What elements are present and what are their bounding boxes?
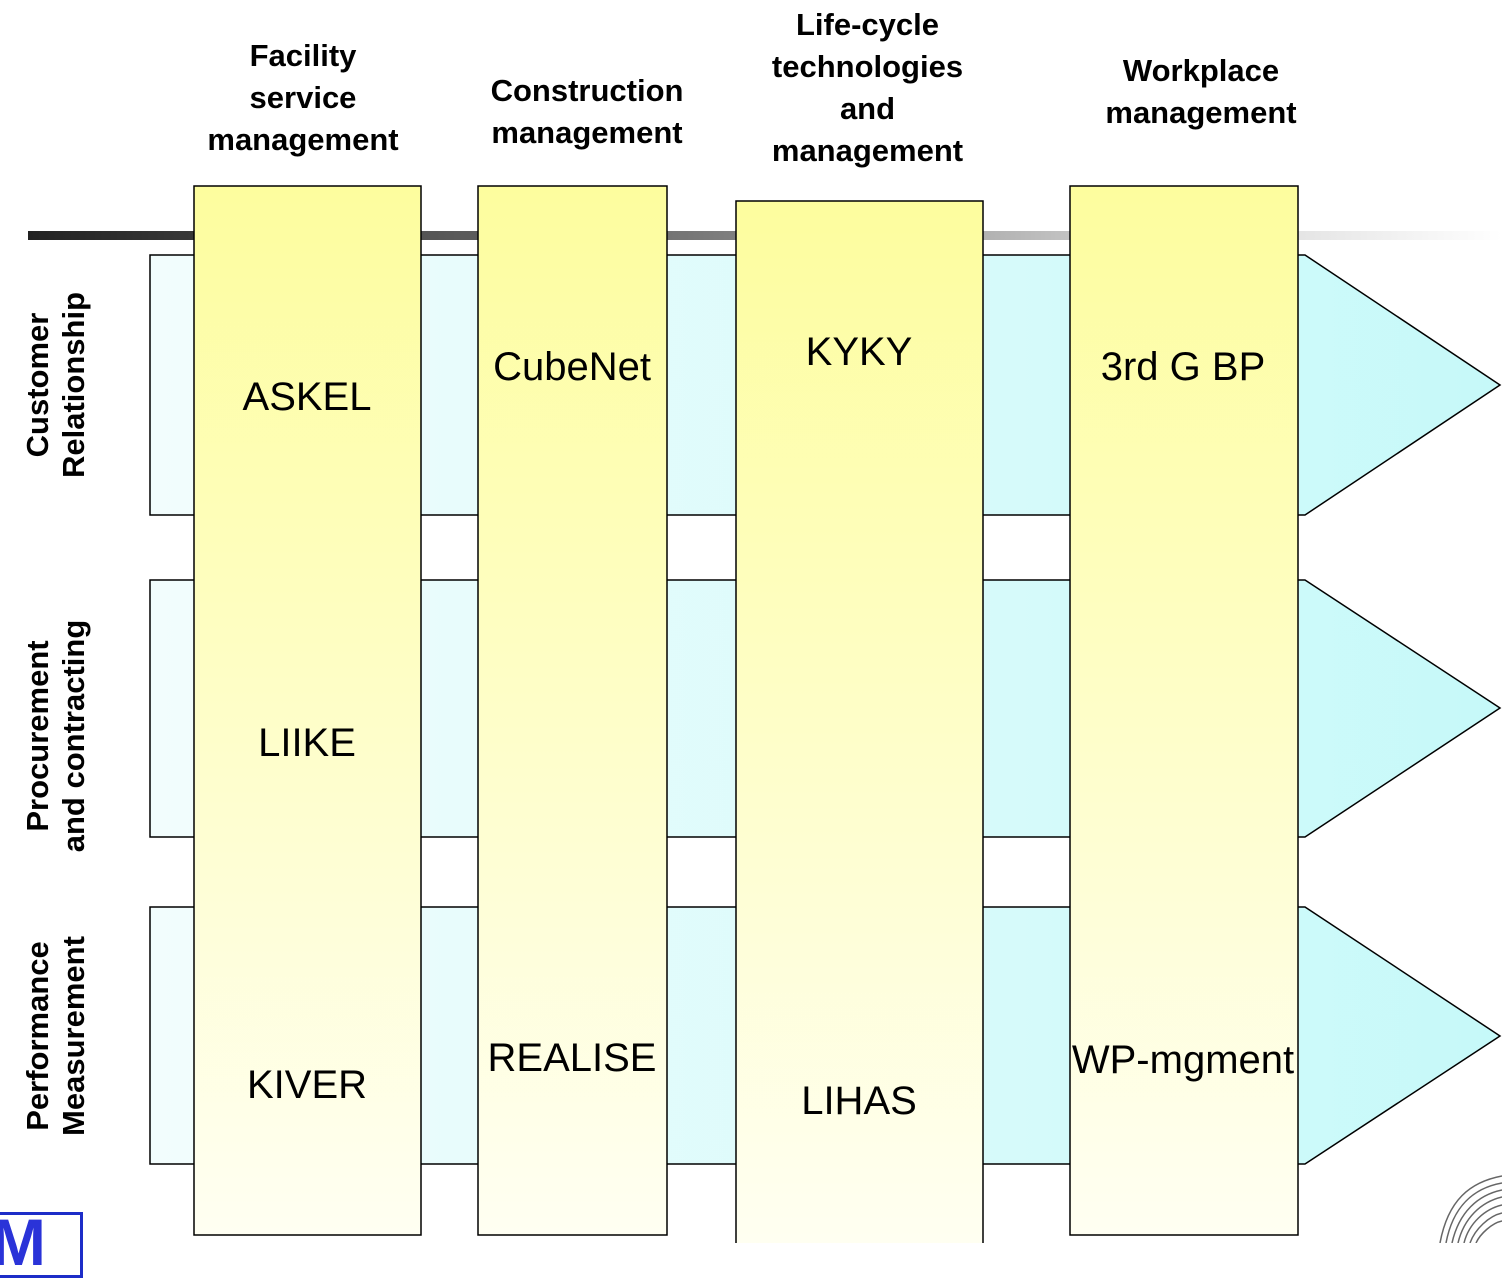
- diagram-canvas: [28, 185, 1502, 1243]
- column-header-workplace: Workplace management: [1105, 53, 1297, 130]
- row-label-performance: Performance Measurement: [20, 936, 91, 1136]
- column-bar-construction: [477, 185, 668, 1236]
- project-cubenet: CubeNet: [493, 345, 651, 389]
- project-realise: REALISE: [487, 1036, 657, 1080]
- globe-decoration: [1439, 1175, 1502, 1243]
- row-label-procurement: Procurement and contracting: [20, 619, 91, 853]
- project-askel: ASKEL: [242, 375, 372, 419]
- column-header-construction: Construction management: [490, 73, 684, 150]
- column-bar-workplace: [1069, 185, 1299, 1236]
- project-3rd-g-bp: 3rd G BP: [1100, 345, 1266, 389]
- logo-text: M: [0, 1215, 46, 1275]
- project-lihas: LIHAS: [801, 1079, 917, 1123]
- column-bar-facility: [193, 185, 422, 1236]
- column-bars: [193, 185, 1299, 1243]
- column-bar-lifecycle: [735, 200, 984, 1243]
- project-wp-mgment: WP-mgment: [1071, 1038, 1295, 1082]
- column-header-lifecycle: Life-cycle technologies and management: [771, 7, 964, 168]
- row-label-customer-relationship: Customer Relationship: [20, 292, 91, 479]
- project-kiver: KIVER: [246, 1063, 368, 1107]
- column-header-facility: Facility service management: [207, 38, 399, 157]
- project-kyky: KYKY: [805, 330, 913, 374]
- project-liike: LIIKE: [258, 721, 356, 765]
- logo: M: [0, 1212, 83, 1278]
